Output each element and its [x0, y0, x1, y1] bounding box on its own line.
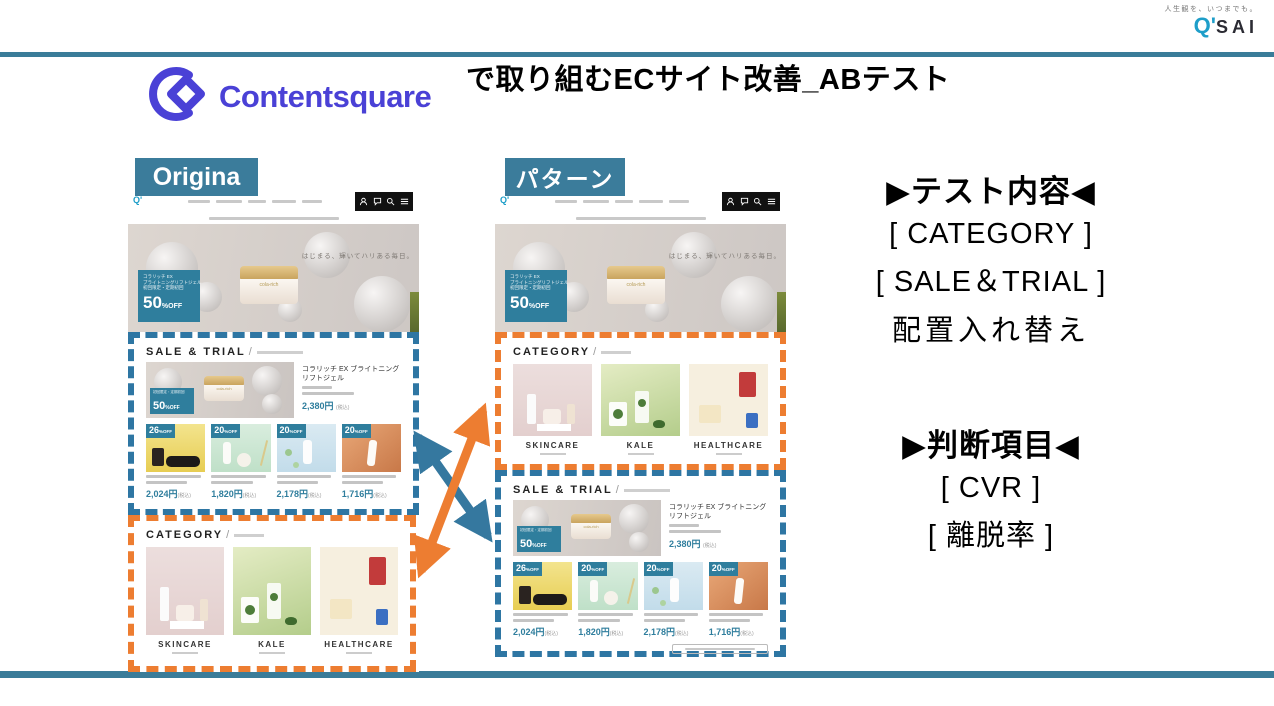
qsai-logo-name: SAI	[1215, 17, 1258, 37]
sale-featured-image: cola-rich 初回限定・定期初回 50%OFF	[513, 500, 661, 556]
hero-promo-badge: コラリッチ EX ブライトニングリフトジェル 初回限定・定期初回 50%OFF	[138, 270, 202, 322]
hero-side-image	[410, 292, 419, 332]
hero-promo-badge: コラリッチ EX ブライトニングリフトジェル 初回限定・定期初回 50%OFF	[505, 270, 569, 322]
test-line-saletrial: [ SALE＆TRIAL ]	[875, 266, 1107, 298]
sale-featured-image: cola-rich 初回限定・定期初回 50%OFF	[146, 362, 294, 418]
sale-card: 20%OFF 1,716円(税込)	[708, 562, 768, 638]
category-tile: KALE	[601, 364, 680, 455]
sale-card: 20%OFF 2,178円(税込)	[276, 424, 336, 500]
site-nav	[555, 200, 715, 203]
sale-card: 20%OFF 1,716円(税込)	[341, 424, 401, 500]
sale-card: 20%OFF 2,178円(税込)	[643, 562, 703, 638]
label-original: Origina	[135, 158, 258, 196]
sale-card: 20%OFF 1,820円(税込)	[578, 562, 638, 638]
search-icon	[387, 197, 395, 206]
site-header: Q'	[495, 190, 786, 212]
contentsquare-logo: Contentsquare	[145, 62, 432, 131]
cart-icon	[740, 197, 748, 206]
menu-icon	[767, 198, 775, 205]
test-content-panel: ▶テスト内容◀ [ CATEGORY ] [ SALE＆TRIAL ] 配置入れ…	[826, 166, 1156, 349]
category-tiles: SKINCARE KALE	[146, 547, 398, 654]
category-tile: HEALTHCARE	[689, 364, 768, 455]
category-section-pattern: CATEGORY/ SKINCARE	[495, 332, 786, 470]
sale-card: 26%OFF 2,024円(税込)	[513, 562, 573, 638]
bottom-rule	[0, 671, 1274, 678]
sale-featured: cola-rich 初回限定・定期初回 50%OFF コラリッチ EX ブライト…	[513, 500, 768, 556]
hero-banner: はじまる、輝いてハリある毎日。 cola-rich コラリッチ EX ブライトニ…	[495, 224, 786, 332]
account-icon	[727, 197, 735, 206]
mockup-original: Q' はじまる、輝いてハリある毎日。 cola-rich	[128, 190, 419, 672]
sale-featured-text: コラリッチ EX ブライトニングリフトジェル 2,380円 (税込)	[669, 504, 767, 549]
judgement-panel: ▶判断項目◀ [ CVR ] [ 離脱率 ]	[826, 420, 1156, 554]
sale-heading: SALE & TRIAL/	[146, 346, 401, 358]
site-header: Q'	[128, 190, 419, 212]
hero-catchcopy: はじまる、輝いてハリある毎日。	[668, 253, 781, 260]
sale-featured-name: コラリッチ EX ブライトニングリフトジェル	[669, 504, 767, 520]
sale-trial-section-pattern: SALE & TRIAL/ cola-rich 初回限定・定期初回 50%OFF	[495, 470, 786, 657]
test-line-swap: 配置入れ替え	[891, 315, 1090, 347]
judgement-heading: ▶判断項目◀	[902, 428, 1080, 463]
sale-card: 26%OFF 2,024円(税込)	[146, 424, 206, 500]
sale-featured: cola-rich 初回限定・定期初回 50%OFF コラリッチ EX ブライト…	[146, 362, 401, 418]
hero-product-jar: cola-rich	[240, 266, 298, 304]
sale-cards: 26%OFF 2,024円(税込) 20%OFF	[513, 562, 768, 638]
category-heading: CATEGORY/	[146, 529, 398, 541]
label-pattern: パターン	[505, 158, 625, 196]
hero-side-image	[777, 292, 786, 332]
judge-line-cvr: [ CVR ]	[940, 472, 1042, 504]
account-icon	[360, 197, 368, 206]
sale-featured-badge: 初回限定・定期初回 50%OFF	[150, 388, 194, 414]
sale-featured-text: コラリッチ EX ブライトニングリフトジェル 2,380円 (税込)	[302, 366, 400, 411]
arrow-sale-swap	[413, 430, 493, 543]
site-subnav	[495, 212, 786, 224]
cart-icon	[373, 197, 381, 206]
site-logo: Q'	[500, 195, 510, 205]
site-subnav	[128, 212, 419, 224]
qsai-logo: Q'SAI	[1165, 15, 1259, 40]
slide-title: で取り組むECサイト改善_ABテスト	[466, 64, 951, 96]
contentsquare-icon	[145, 62, 209, 131]
category-section-original: CATEGORY/ SKINCARE	[128, 515, 416, 672]
category-tile: SKINCARE	[513, 364, 592, 455]
sale-heading: SALE & TRIAL/	[513, 484, 768, 496]
contentsquare-wordmark: Contentsquare	[219, 78, 432, 114]
hero-banner: はじまる、輝いてハリある毎日。 cola-rich コラリッチ EX ブライトニ…	[128, 224, 419, 332]
category-heading: CATEGORY/	[513, 346, 768, 358]
site-logo: Q'	[133, 195, 143, 205]
site-nav	[188, 200, 348, 203]
qsai-brand: 人生観を、いつまでも。 Q'SAI	[1165, 4, 1259, 40]
qsai-tagline: 人生観を、いつまでも。	[1164, 6, 1258, 13]
test-content-heading: ▶テスト内容◀	[886, 174, 1096, 209]
arrow-category-swap	[413, 402, 491, 579]
more-button	[672, 644, 768, 654]
sale-cards: 26%OFF 2,024円(税込) 20%OFF	[146, 424, 401, 500]
site-header-iconbox	[722, 192, 780, 211]
sale-trial-section-original: SALE & TRIAL/ cola-rich 初回限定・定期初回 50%OFF	[128, 332, 419, 515]
qsai-logo-mark: Q'	[1193, 13, 1216, 38]
sale-featured-badge: 初回限定・定期初回 50%OFF	[517, 526, 561, 552]
site-header-iconbox	[355, 192, 413, 211]
search-icon	[754, 197, 762, 206]
test-line-category: [ CATEGORY ]	[889, 218, 1093, 250]
mockup-pattern: Q' はじまる、輝いてハリある毎日。 cola-rich	[495, 190, 786, 657]
sale-card: 20%OFF 1,820円(税込)	[211, 424, 271, 500]
judge-line-exit-rate: [ 離脱率 ]	[927, 520, 1055, 552]
sale-featured-name: コラリッチ EX ブライトニングリフトジェル	[302, 366, 400, 382]
menu-icon	[400, 198, 408, 205]
hero-catchcopy: はじまる、輝いてハリある毎日。	[301, 253, 414, 260]
category-tiles: SKINCARE KALE	[513, 364, 768, 455]
category-tile: KALE	[233, 547, 311, 654]
category-tile: HEALTHCARE	[320, 547, 398, 654]
hero-product-jar: cola-rich	[607, 266, 665, 304]
top-rule	[0, 52, 1274, 57]
category-tile: SKINCARE	[146, 547, 224, 654]
